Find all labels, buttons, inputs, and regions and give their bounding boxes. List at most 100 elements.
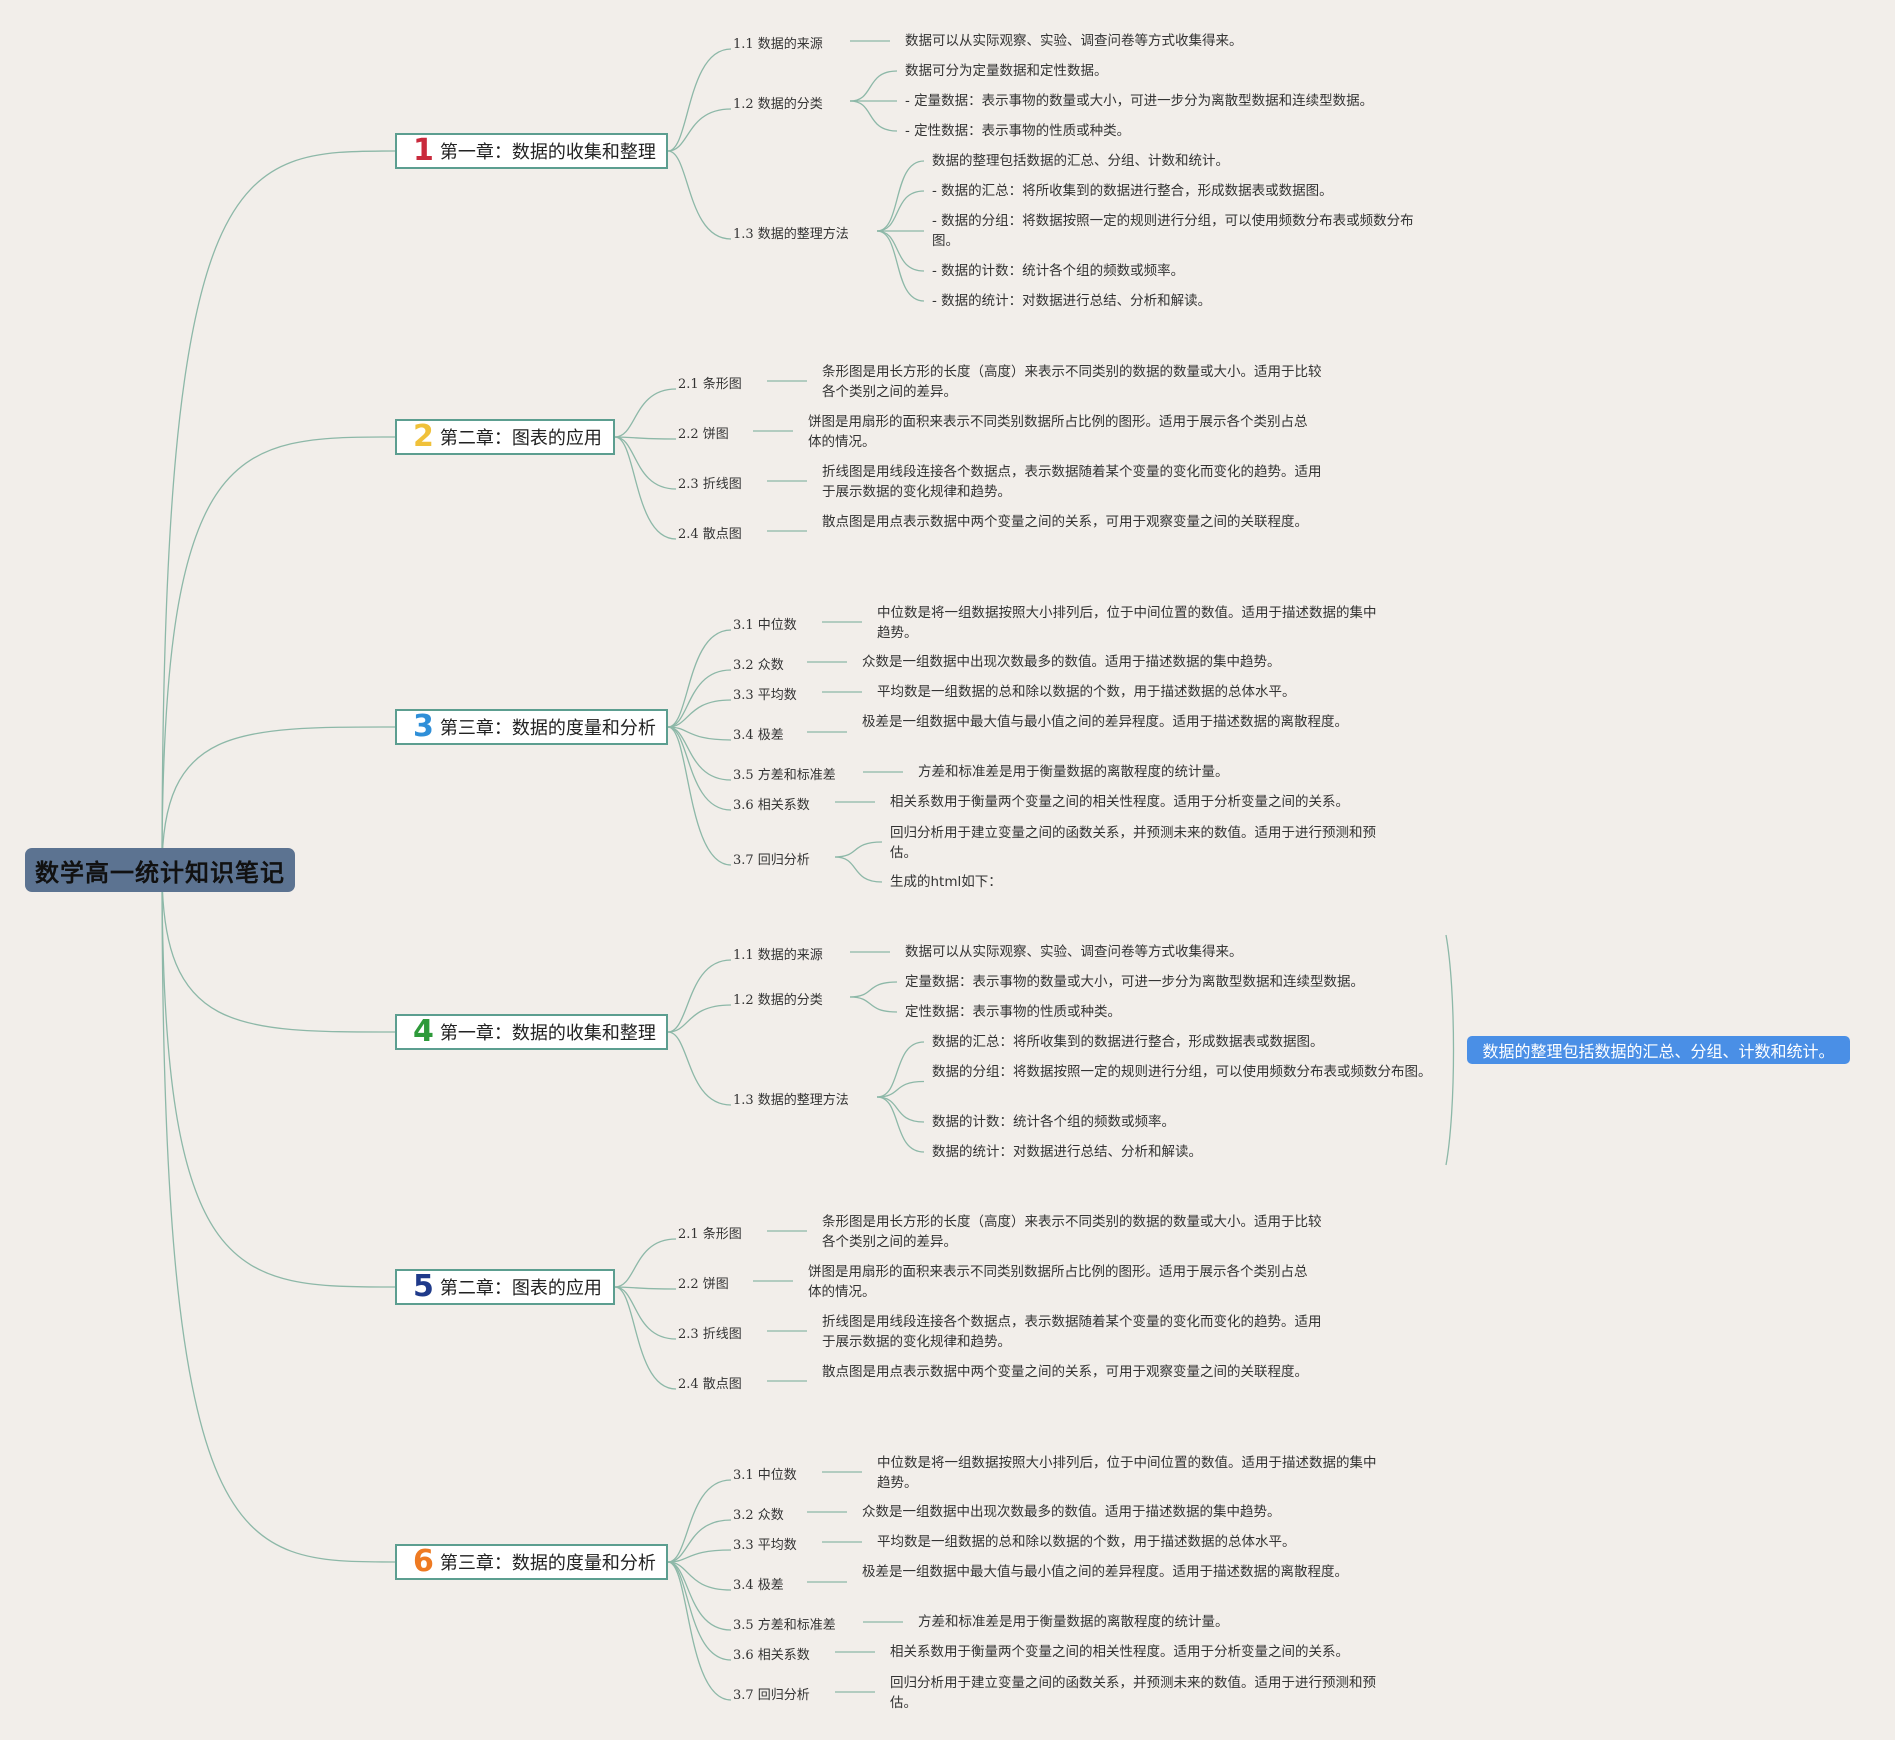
chapter-number: 4 — [413, 1014, 434, 1049]
subtopic-node[interactable]: 1.3 数据的整理方法 — [733, 227, 849, 242]
subtopic-node[interactable]: 3.1 中位数 — [733, 618, 797, 633]
leaf-note[interactable]: 方差和标准差是用于衡量数据的离散程度的统计量。 — [918, 764, 1229, 780]
chapter-number: 1 — [413, 133, 434, 168]
chapter-title: 第二章：图表的应用 — [439, 1278, 602, 1299]
leaf-note[interactable]: 回归分析用于建立变量之间的函数关系，并预测未来的数值。适用于进行预测和预估。 — [890, 825, 1376, 861]
leaf-note[interactable]: 中位数是将一组数据按照大小排列后，位于中间位置的数值。适用于描述数据的集中趋势。 — [877, 1455, 1377, 1491]
connector-line — [667, 669, 732, 728]
leaf-note[interactable]: 饼图是用扇形的面积来表示不同类别数据所占比例的图形。适用于展示各个类别占总体的情… — [808, 1264, 1308, 1300]
connector-line — [667, 1519, 732, 1563]
leaf-note[interactable]: 数据的计数：统计各个组的频数或频率。 — [932, 1114, 1175, 1130]
connector-line — [849, 100, 898, 132]
leaf-note[interactable]: 众数是一组数据中出现次数最多的数值。适用于描述数据的集中趋势。 — [862, 654, 1281, 670]
subtopic-node[interactable]: 2.1 条形图 — [678, 377, 742, 392]
leaf-note[interactable]: 回归分析用于建立变量之间的函数关系，并预测未来的数值。适用于进行预测和预估。 — [890, 1675, 1376, 1711]
subtopic-node[interactable]: 1.1 数据的来源 — [733, 37, 823, 52]
leaf-note[interactable]: 条形图是用长方形的长度（高度）来表示不同类别的数据的数量或大小。适用于比较各个类… — [822, 1214, 1322, 1250]
subtopic-node[interactable]: 1.1 数据的来源 — [733, 948, 823, 963]
leaf-note[interactable]: 数据可以从实际观察、实验、调查问卷等方式收集得来。 — [905, 33, 1243, 49]
connector-line — [614, 436, 677, 440]
connector-line — [667, 629, 732, 728]
subtopic-node[interactable]: 3.6 相关系数 — [733, 1648, 810, 1663]
subtopic-node[interactable]: 3.2 众数 — [733, 1508, 784, 1523]
leaf-note[interactable]: 极差是一组数据中最大值与最小值之间的差异程度。适用于描述数据的离散程度。 — [862, 714, 1348, 730]
chapter-number: 5 — [413, 1269, 434, 1304]
connector-line — [876, 230, 925, 302]
subtopic-node[interactable]: 3.4 极差 — [733, 728, 784, 743]
connector-line — [849, 981, 898, 998]
subtopic-node[interactable]: 2.2 饼图 — [678, 1277, 729, 1292]
connector-line — [614, 1286, 677, 1340]
subtopic-node[interactable]: 3.6 相关系数 — [733, 798, 810, 813]
subtopic-node[interactable]: 2.1 条形图 — [678, 1227, 742, 1242]
subtopic-node[interactable]: 2.2 饼图 — [678, 427, 729, 442]
subtopic-node[interactable]: 1.2 数据的分类 — [733, 97, 823, 112]
leaf-note[interactable]: 数据可以从实际观察、实验、调查问卷等方式收集得来。 — [905, 944, 1243, 960]
connector-line — [667, 1561, 732, 1661]
leaf-note[interactable]: 平均数是一组数据的总和除以数据的个数，用于描述数据的总体水平。 — [877, 684, 1296, 700]
connector-line — [161, 150, 396, 871]
connector-line — [614, 388, 677, 438]
leaf-note[interactable]: 定性数据：表示事物的性质或种类。 — [905, 1004, 1121, 1020]
leaf-note[interactable]: 相关系数用于衡量两个变量之间的相关性程度。适用于分析变量之间的关系。 — [890, 794, 1349, 810]
leaf-note[interactable]: 散点图是用点表示数据中两个变量之间的关系，可用于观察变量之间的关联程度。 — [822, 514, 1308, 530]
leaf-note[interactable]: 散点图是用点表示数据中两个变量之间的关系，可用于观察变量之间的关联程度。 — [822, 1364, 1308, 1380]
leaf-note[interactable]: - 数据的汇总：将所收集到的数据进行整合，形成数据表或数据图。 — [932, 183, 1333, 199]
subtopic-node[interactable]: 2.3 折线图 — [678, 1327, 742, 1342]
subtopic-node[interactable]: 3.3 平均数 — [733, 1538, 797, 1553]
leaf-note[interactable]: 众数是一组数据中出现次数最多的数值。适用于描述数据的集中趋势。 — [862, 1504, 1281, 1520]
leaf-note[interactable]: 条形图是用长方形的长度（高度）来表示不同类别的数据的数量或大小。适用于比较各个类… — [822, 364, 1322, 400]
leaf-note[interactable]: 定量数据：表示事物的数量或大小，可进一步分为离散型数据和连续型数据。 — [905, 974, 1364, 990]
subtopic-node[interactable]: 2.4 散点图 — [678, 527, 742, 542]
connector-line — [834, 841, 883, 858]
subtopic-node[interactable]: 3.4 极差 — [733, 1578, 784, 1593]
subtopic-node[interactable]: 3.5 方差和标准差 — [733, 768, 836, 783]
leaf-note[interactable]: 平均数是一组数据的总和除以数据的个数，用于描述数据的总体水平。 — [877, 1534, 1296, 1550]
connector-line — [876, 1041, 925, 1098]
connector-line — [161, 869, 396, 1563]
leaf-note[interactable]: 折线图是用线段连接各个数据点，表示数据随着某个变量的变化而变化的趋势。适用于展示… — [822, 1314, 1322, 1350]
leaf-note[interactable]: 数据可分为定量数据和定性数据。 — [905, 63, 1108, 79]
leaf-note[interactable]: 极差是一组数据中最大值与最小值之间的差异程度。适用于描述数据的离散程度。 — [862, 1564, 1348, 1580]
leaf-note[interactable]: - 数据的分组：将数据按照一定的规则进行分组，可以使用频数分布表或频数分布图。 — [932, 213, 1414, 249]
leaf-note[interactable]: 相关系数用于衡量两个变量之间的相关性程度。适用于分析变量之间的关系。 — [890, 1644, 1349, 1660]
connector-line — [161, 436, 396, 871]
summary-bracket — [1445, 934, 1455, 1166]
leaf-note[interactable]: 中位数是将一组数据按照大小排列后，位于中间位置的数值。适用于描述数据的集中趋势。 — [877, 605, 1377, 641]
leaf-note[interactable]: 数据的汇总：将所收集到的数据进行整合，形成数据表或数据图。 — [932, 1034, 1324, 1050]
subtopic-node[interactable]: 2.3 折线图 — [678, 477, 742, 492]
leaf-note[interactable]: 数据的分组：将数据按照一定的规则进行分组，可以使用频数分布表或频数分布图。 — [932, 1064, 1432, 1080]
connector-line — [614, 436, 677, 540]
leaf-note[interactable]: - 定量数据：表示事物的数量或大小，可进一步分为离散型数据和连续型数据。 — [905, 93, 1374, 109]
leaf-note[interactable]: 数据的统计：对数据进行总结、分析和解读。 — [932, 1144, 1202, 1160]
summary-callout[interactable]: 数据的整理包括数据的汇总、分组、计数和统计。 — [1467, 1036, 1850, 1064]
leaf-note[interactable]: - 数据的计数：统计各个组的频数或频率。 — [932, 263, 1185, 279]
subtopic-node[interactable]: 3.5 方差和标准差 — [733, 1618, 836, 1633]
connector-line — [667, 1549, 732, 1563]
connector-line — [667, 1561, 732, 1701]
leaf-note[interactable]: 生成的html如下： — [890, 874, 1002, 890]
leaf-note[interactable]: 饼图是用扇形的面积来表示不同类别数据所占比例的图形。适用于展示各个类别占总体的情… — [808, 414, 1308, 450]
subtopic-node[interactable]: 3.7 回归分析 — [733, 1688, 810, 1703]
leaf-note[interactable]: - 定性数据：表示事物的性质或种类。 — [905, 123, 1131, 139]
root-topic[interactable]: 数学高一统计知识笔记 — [25, 848, 295, 892]
subtopic-node[interactable]: 3.3 平均数 — [733, 688, 797, 703]
leaf-note[interactable]: - 数据的统计：对数据进行总结、分析和解读。 — [932, 293, 1212, 309]
subtopic-node[interactable]: 1.3 数据的整理方法 — [733, 1093, 849, 1108]
leaf-note[interactable]: 数据的整理包括数据的汇总、分组、计数和统计。 — [932, 153, 1229, 169]
subtopic-node[interactable]: 1.2 数据的分类 — [733, 993, 823, 1008]
chapter-title: 第三章：数据的度量和分析 — [439, 718, 656, 739]
subtopic-node[interactable]: 3.1 中位数 — [733, 1468, 797, 1483]
subtopic-node[interactable]: 2.4 散点图 — [678, 1377, 742, 1392]
subtopic-node[interactable]: 3.2 众数 — [733, 658, 784, 673]
leaf-note[interactable]: 折线图是用线段连接各个数据点，表示数据随着某个变量的变化而变化的趋势。适用于展示… — [822, 464, 1322, 500]
subtopic-node[interactable]: 3.7 回归分析 — [733, 853, 810, 868]
leaf-note[interactable]: 方差和标准差是用于衡量数据的离散程度的统计量。 — [918, 1614, 1229, 1630]
